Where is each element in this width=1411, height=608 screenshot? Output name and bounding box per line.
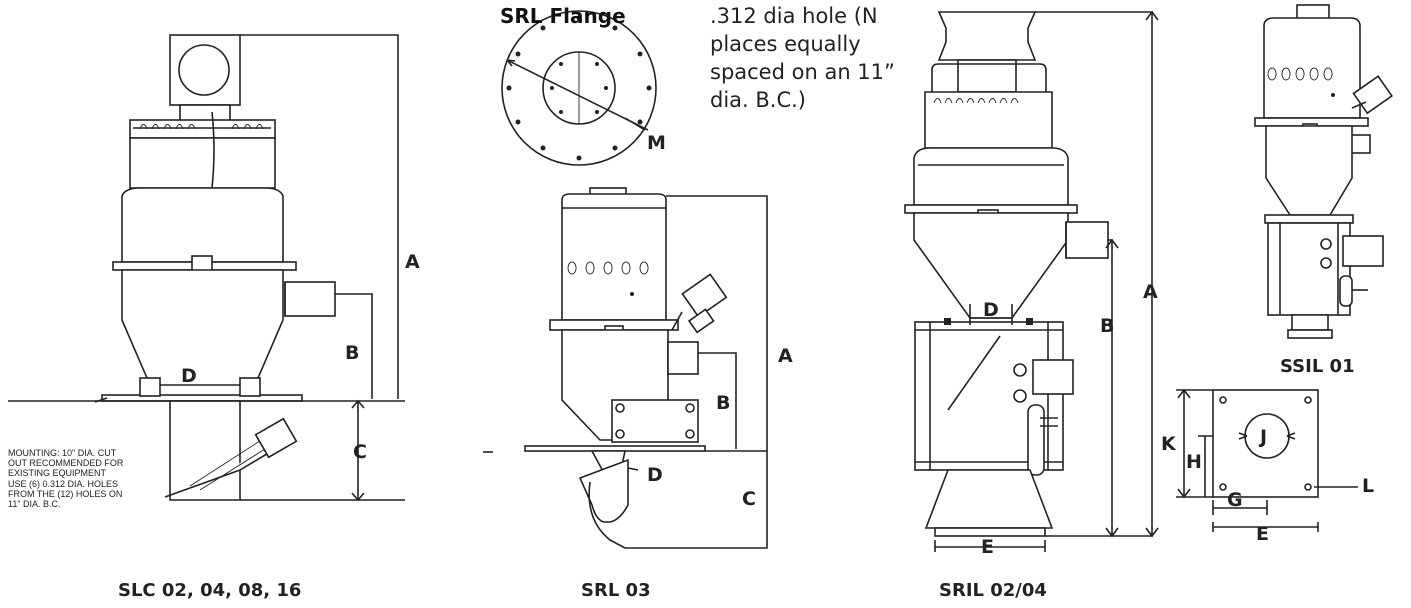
- ssil-dim-l: L: [1362, 475, 1374, 497]
- slc-mounting-note: MOUNTING: 10" DIA. CUT OUT RECOMMENDED F…: [8, 448, 126, 509]
- slc-lid: [129, 119, 276, 139]
- srl-filter-housing: [561, 193, 667, 321]
- ssil-hopper: [1265, 125, 1353, 216]
- slc-caption: SLC 02, 04, 08, 16: [118, 580, 301, 601]
- ssil-plate-detail: [1176, 388, 1358, 532]
- slc-dim-a: A: [405, 251, 420, 273]
- srl-discharge: [578, 458, 629, 523]
- ssil-filter-housing: [1263, 17, 1361, 119]
- ssil-dim-e: E: [1256, 523, 1269, 545]
- slc-mount-plate: [101, 394, 303, 402]
- slc-unit: [8, 34, 405, 502]
- srl-dim-b: B: [716, 392, 730, 414]
- ssil-dim-j: J: [1258, 426, 1267, 448]
- ssil-plate: [1212, 389, 1319, 498]
- flange-outer-circle: [501, 10, 657, 166]
- ssil-unit: [1254, 4, 1393, 339]
- ssil-dim-h: H: [1186, 451, 1202, 473]
- sril-receiver-body: [913, 147, 1069, 206]
- srl-valve-box: [611, 399, 699, 443]
- flange-hole-note: .312 dia hole (N places equally spaced o…: [710, 4, 902, 112]
- slc-receiver-body: [121, 187, 284, 263]
- flange-title: SRL Flange: [500, 4, 626, 28]
- sril-unit: [904, 10, 1159, 552]
- slc-discharge-chute: [169, 400, 241, 501]
- srl-dim-c: C: [742, 488, 756, 510]
- sril-dim-a: A: [1143, 281, 1158, 303]
- srl-vacuum-port: [667, 341, 699, 375]
- ssil-dim-g: G: [1227, 489, 1243, 511]
- srl-solenoid: [681, 273, 728, 318]
- slc-dim-c: C: [353, 441, 367, 463]
- sril-valve-box: [1032, 359, 1074, 395]
- slc-hopper: [121, 269, 284, 386]
- flange-dim-m: M: [647, 132, 666, 154]
- slc-dim-d: D: [181, 365, 197, 387]
- sril-filter-housing: [924, 91, 1053, 149]
- slc-dim-b: B: [345, 342, 359, 364]
- ssil-caption: SSIL 01: [1280, 356, 1355, 377]
- sril-discharge-cone: [924, 469, 1054, 529]
- slc-filter-housing: [129, 137, 276, 189]
- slc-vacuum-port: [284, 281, 336, 317]
- srl-caption: SRL 03: [581, 580, 651, 601]
- sril-vacuum-port: [1065, 221, 1109, 259]
- srl-unit: [483, 187, 768, 549]
- srl-dim-d: D: [647, 464, 663, 486]
- ssil-dim-k: K: [1161, 433, 1177, 455]
- sril-dim-e: E: [981, 536, 994, 558]
- sril-dim-d: D: [983, 299, 999, 321]
- ssil-valve-box: [1342, 235, 1384, 267]
- srl-flange-drawing: [501, 10, 657, 166]
- slc-inlet-port: [178, 44, 230, 96]
- srl-dim-a: A: [778, 345, 793, 367]
- ssil-frame: [1267, 222, 1351, 316]
- sril-caption: SRIL 02/04: [939, 580, 1047, 601]
- sril-dim-b: B: [1100, 315, 1114, 337]
- sril-top-inlet: [937, 11, 1037, 61]
